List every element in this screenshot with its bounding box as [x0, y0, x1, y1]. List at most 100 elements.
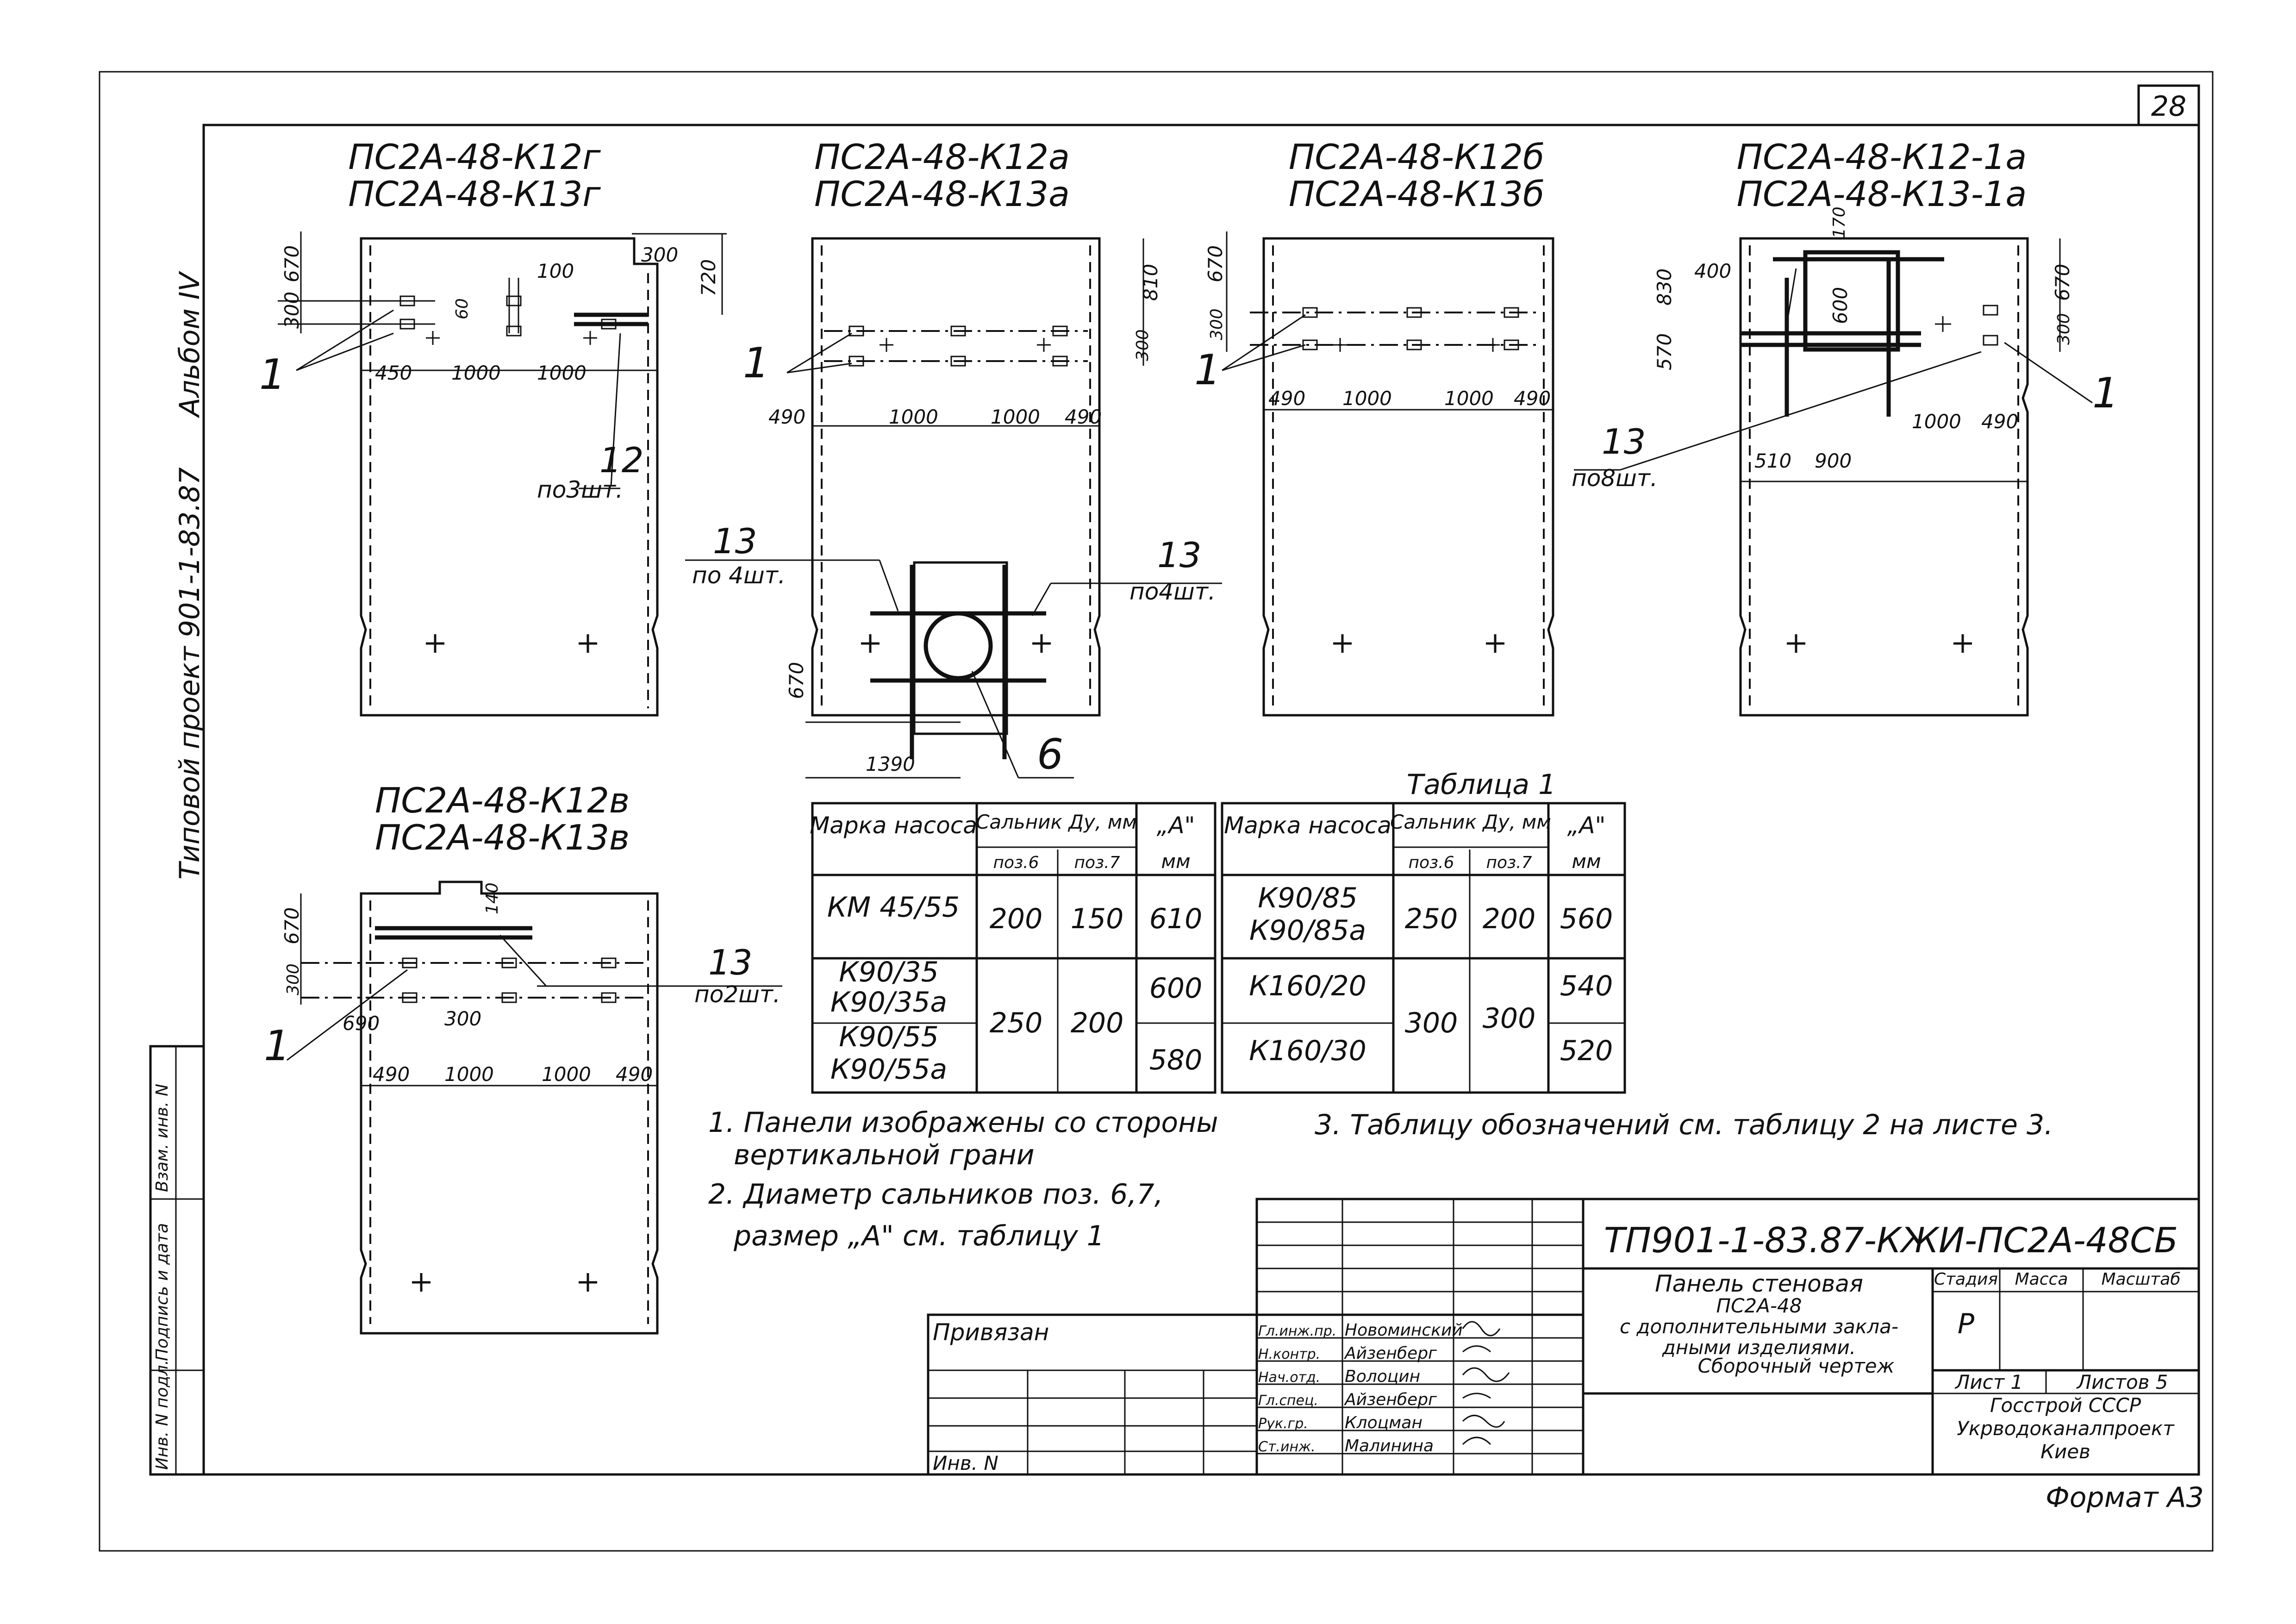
svg-text:мм: мм [1572, 850, 1601, 873]
svg-text:670: 670 [2051, 264, 2074, 301]
svg-text:по4шт.: по4шт. [1129, 578, 1216, 605]
svg-text:670: 670 [1204, 245, 1227, 282]
svg-text:250: 250 [990, 1007, 1043, 1039]
svg-text:Н.контр.: Н.контр. [1258, 1346, 1320, 1362]
svg-text:Госстрой СССР: Госстрой СССР [1990, 1394, 2141, 1417]
panel-5: ПС2А-48-К12в ПС2А-48-К13в 670 300 140 69… [264, 780, 782, 1335]
svg-text:670: 670 [785, 662, 808, 699]
svg-text:200: 200 [1483, 903, 1536, 935]
svg-text:560: 560 [1560, 903, 1613, 935]
svg-text:490: 490 [1065, 406, 1102, 428]
svg-text:12: 12 [599, 440, 643, 481]
svg-text:Марка насоса: Марка насоса [1224, 812, 1391, 839]
panel-2-title-2: ПС2А-48-К13а [814, 174, 1070, 214]
svg-text:100: 100 [537, 260, 574, 282]
panel-3: ПС2А-48-К12б ПС2А-48-К13б 670 300 490 10… [1194, 137, 1554, 717]
svg-text:Гл.инж.пр.: Гл.инж.пр. [1258, 1323, 1336, 1339]
svg-text:1000: 1000 [451, 362, 501, 384]
svg-text:К90/55: К90/55 [839, 1021, 939, 1053]
svg-text:1: 1 [264, 1022, 290, 1070]
panel-2: ПС2А-48-К12а ПС2А-48-К13а 810 300 490 10… [685, 137, 1222, 779]
svg-text:670: 670 [281, 245, 303, 282]
svg-text:13: 13 [1602, 421, 1646, 462]
note-1: 1. Панели изображены со стороны [708, 1106, 1218, 1139]
svg-text:К90/85а: К90/85а [1249, 914, 1366, 947]
svg-text:720: 720 [697, 259, 720, 296]
svg-text:450: 450 [375, 362, 412, 384]
table-1: Таблица 1 Марка насоса Сальник Ду, мм по… [810, 768, 1626, 1094]
svg-text:13: 13 [708, 942, 752, 983]
svg-text:по3шт.: по3шт. [537, 476, 623, 503]
svg-text:490: 490 [1981, 410, 2018, 433]
svg-text:поз.7: поз.7 [1486, 853, 1532, 872]
svg-text:520: 520 [1560, 1035, 1613, 1067]
svg-text:1: 1 [2092, 369, 2119, 418]
svg-text:1000: 1000 [889, 406, 938, 428]
svg-text:600: 600 [1829, 287, 1852, 324]
svg-text:К160/20: К160/20 [1249, 970, 1366, 1002]
inv-label: Инв. N [933, 1452, 998, 1474]
svg-text:300: 300 [281, 292, 303, 329]
svg-text:„А": „А" [1567, 812, 1605, 839]
svg-text:Лист 1: Лист 1 [1954, 1371, 2023, 1393]
svg-text:830: 830 [1653, 269, 1676, 306]
svg-text:Рук.гр.: Рук.гр. [1258, 1416, 1308, 1432]
note-3: 3. Таблицу обозначений см. таблицу 2 на … [1315, 1109, 2053, 1141]
svg-text:200: 200 [1071, 1007, 1124, 1039]
svg-text:поз.6: поз.6 [1408, 853, 1454, 872]
svg-text:1: 1 [1194, 346, 1221, 394]
side-label-replace: Взам. инв. N [153, 1084, 172, 1192]
svg-text:Ст.инж.: Ст.инж. [1258, 1439, 1316, 1455]
document-code: ТП901-1-83.87-КЖИ-ПС2А-48СБ [1604, 1220, 2178, 1261]
svg-text:по8шт.: по8шт. [1572, 465, 1658, 492]
svg-text:Айзенберг: Айзенберг [1344, 1390, 1437, 1409]
side-label-inv: Инв. N подл. [153, 1360, 172, 1470]
note-2: 2. Диаметр сальников поз. 6,7, [708, 1178, 1163, 1211]
bound-label: Привязан [933, 1319, 1049, 1346]
svg-text:400: 400 [1694, 260, 1731, 282]
svg-text:1000: 1000 [542, 1063, 591, 1086]
svg-text:170: 170 [1830, 206, 1849, 238]
svg-text:Укрводоканалпроект: Укрводоканалпроект [1957, 1417, 2175, 1440]
svg-text:1000: 1000 [1444, 387, 1494, 410]
svg-text:200: 200 [990, 903, 1043, 935]
svg-text:300: 300 [2054, 313, 2073, 345]
svg-text:К90/85: К90/85 [1258, 882, 1358, 914]
svg-text:„А": „А" [1156, 812, 1195, 839]
album-label: Альбом IV [174, 271, 206, 418]
svg-text:570: 570 [1653, 333, 1676, 370]
panel-4-title-1: ПС2А-48-К12-1а [1737, 137, 2027, 177]
svg-text:1000: 1000 [444, 1063, 494, 1086]
note-2b: размер „А" см. таблицу 1 [733, 1220, 1104, 1252]
svg-text:Айзенберг: Айзенберг [1344, 1344, 1437, 1363]
svg-text:дными изделиями.: дными изделиями. [1662, 1336, 1856, 1359]
svg-text:900: 900 [1815, 450, 1852, 472]
svg-text:КМ 45/55: КМ 45/55 [827, 891, 960, 924]
svg-text:Марка насоса: Марка насоса [810, 812, 977, 839]
svg-text:670: 670 [281, 907, 303, 944]
svg-text:с дополнительными закла-: с дополнительными закла- [1620, 1315, 1898, 1338]
svg-text:300: 300 [641, 244, 678, 266]
svg-text:по 4шт.: по 4шт. [692, 562, 786, 589]
svg-text:Масштаб: Масштаб [2101, 1270, 2180, 1289]
panel-4: ПС2А-48-К12-1а ПС2А-48-К13-1а 170 400 83… [1572, 137, 2119, 717]
svg-text:490: 490 [616, 1063, 653, 1086]
svg-text:540: 540 [1560, 970, 1613, 1002]
svg-text:Клоцман: Клоцман [1345, 1413, 1423, 1432]
svg-text:490: 490 [768, 406, 805, 428]
note-1b: вертикальной грани [734, 1139, 1035, 1171]
svg-text:Листов 5: Листов 5 [2076, 1371, 2168, 1393]
svg-text:1: 1 [259, 350, 286, 399]
svg-text:Стадия: Стадия [1934, 1270, 1998, 1289]
svg-text:Сальник Ду, мм: Сальник Ду, мм [976, 811, 1137, 833]
project-label: Типовой проект 901-1-83.87 [174, 467, 206, 880]
svg-text:Гл.спец.: Гл.спец. [1258, 1393, 1318, 1409]
svg-text:К90/35: К90/35 [839, 956, 939, 988]
svg-text:1000: 1000 [991, 406, 1040, 428]
outer-frame [99, 71, 2214, 1552]
svg-text:Панель стеновая: Панель стеновая [1655, 1270, 1863, 1297]
svg-text:510: 510 [1754, 450, 1791, 472]
svg-text:13: 13 [713, 521, 757, 562]
svg-text:поз.6: поз.6 [993, 853, 1039, 872]
